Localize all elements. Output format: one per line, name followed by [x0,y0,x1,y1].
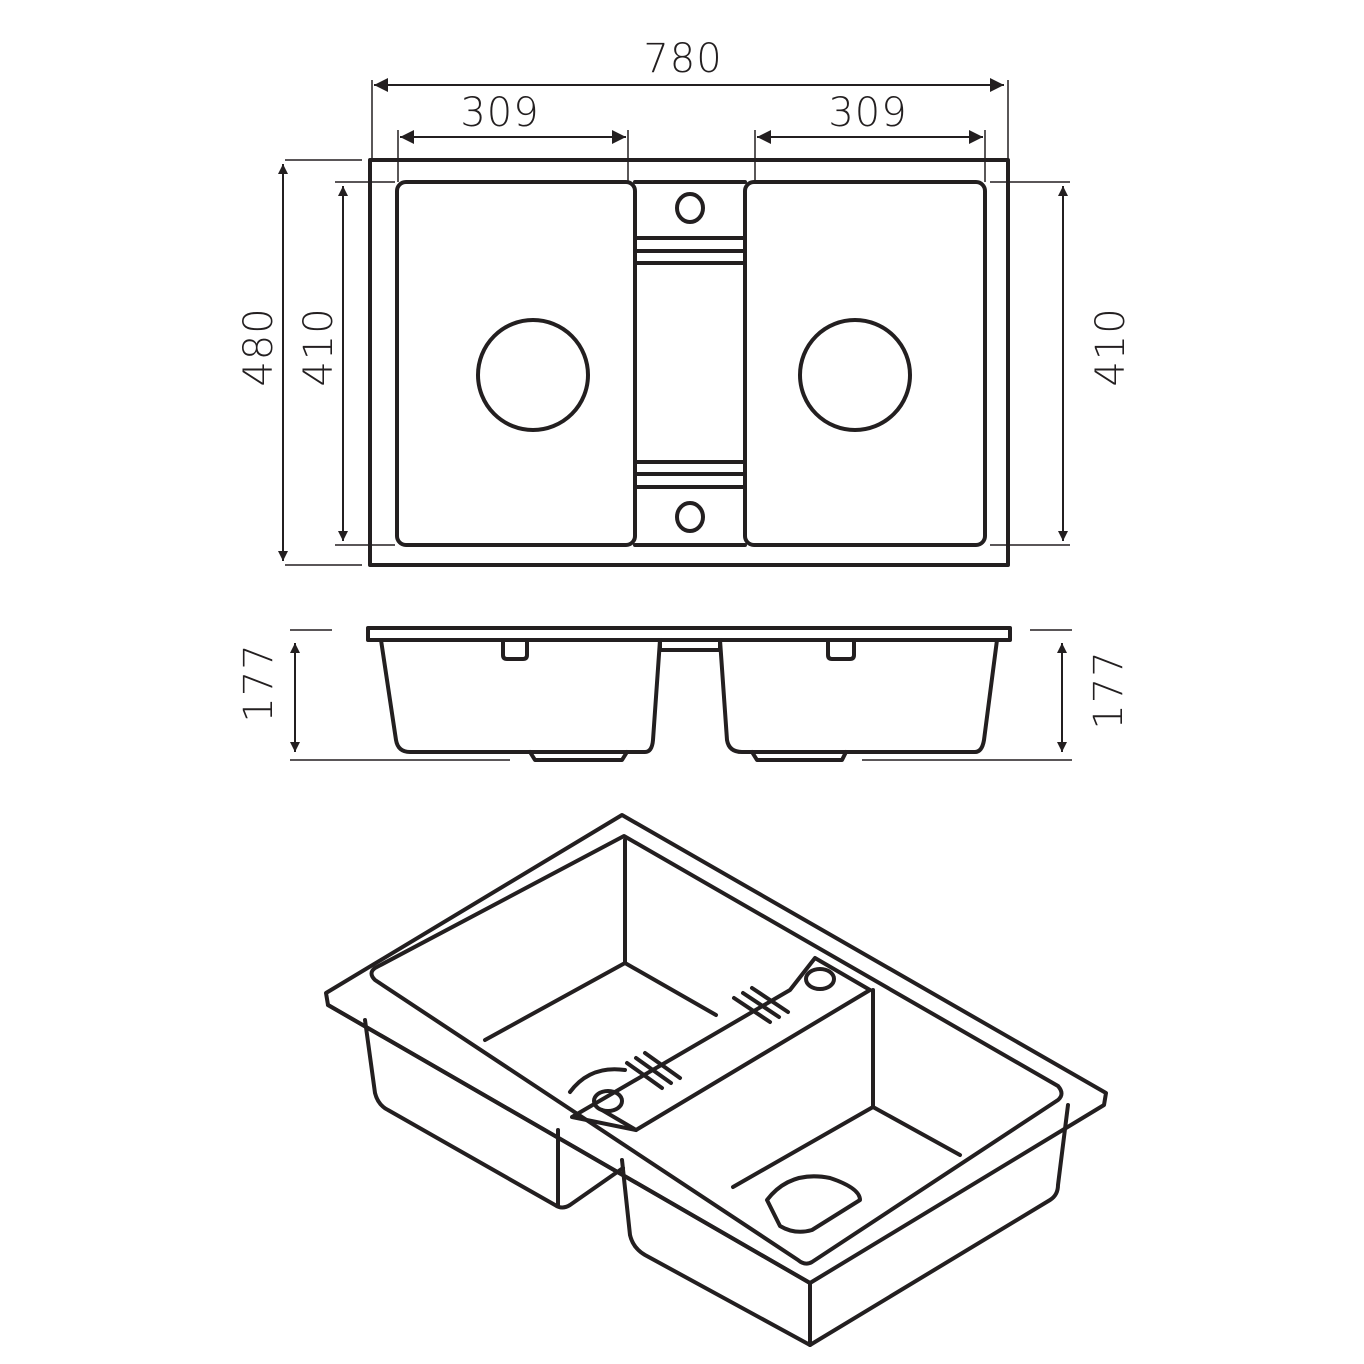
side-view [366,626,1012,762]
hole-iso-front [592,1089,624,1113]
inner-rim-iso [369,834,1064,1266]
drain-left-side [528,750,629,762]
rim-side [366,626,1012,642]
right-bowl-top [743,180,987,547]
sink-outline-top [368,158,1010,567]
dimension-410-right: 410 [990,181,1134,546]
dimension-177-right: 177 [862,629,1132,761]
right-bowl-exterior [620,1103,1070,1347]
dimension-label: 177 [236,643,282,722]
rim-iso [324,813,1108,1285]
dimension-label: 177 [1086,650,1132,729]
top-view [368,158,1010,567]
right-bowl-side [718,638,999,754]
left-bowl-exterior [363,1018,625,1210]
left-drain-icon [476,318,590,432]
left-drain-iso [568,1067,627,1094]
dimension-780: 780 [371,36,1009,160]
dimension-label: 780 [643,36,722,82]
clip-right [826,638,856,661]
dimension-label: 410 [1088,307,1134,386]
divider-ribs-iso [625,986,790,1090]
clip-left [501,638,529,661]
dimension-label: 480 [236,307,282,386]
tap-hole-top [675,192,705,224]
overflow-hole-bottom [675,501,705,533]
dimension-410-left: 410 [296,181,395,546]
dimension-label: 410 [296,307,342,386]
dimension-label: 309 [828,90,907,136]
divider-ribs [635,236,745,489]
dimension-label: 309 [460,90,539,136]
right-drain-iso [765,1174,862,1234]
dimension-177-left: 177 [236,629,510,761]
dimension-480: 480 [236,159,362,566]
dimension-309-right: 309 [754,90,986,182]
dimension-309-left: 309 [397,90,629,182]
divider-iso [570,956,872,1132]
right-drain-icon [798,318,912,432]
hole-iso-back [804,967,836,991]
left-bowl-side [379,638,662,754]
left-bowl-top [395,180,637,547]
isometric-view [324,813,1108,1347]
drain-right-side [750,750,848,762]
